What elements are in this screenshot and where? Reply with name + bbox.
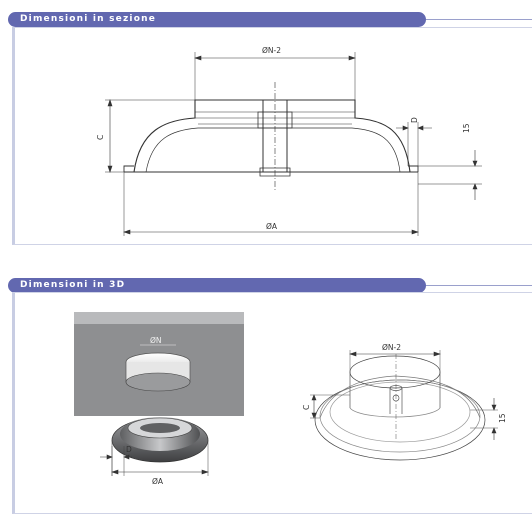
label-3d-lip: D: [126, 445, 132, 454]
header-rule-sezione: [426, 19, 532, 20]
cup-wireframe-dimension-lines: [311, 351, 497, 440]
section-title-sezione: Dimensioni in sezione: [20, 14, 156, 24]
section-drawing: [105, 52, 482, 236]
label-3d-base-width: ØA: [152, 477, 164, 486]
section-title-3d: Dimensioni in 3D: [20, 280, 126, 290]
plate-3d: [74, 312, 244, 416]
label-3d-top-width: ØN-2: [382, 343, 401, 352]
label-hole: ØN: [150, 336, 162, 345]
cup-3d-dimension-lines: [100, 454, 209, 475]
cup-3d: [111, 417, 209, 476]
panel-sezione: [12, 27, 532, 245]
label-top-width: ØN-2: [262, 46, 281, 55]
label-base-width: ØA: [266, 222, 278, 231]
label-height: C: [96, 135, 105, 140]
section-header-3d: Dimensioni in 3D: [8, 278, 426, 293]
section-header-sezione: Dimensioni in sezione: [8, 12, 426, 27]
header-rule-3d: [426, 285, 532, 286]
label-lip-height: 15: [462, 123, 471, 133]
cup-wireframe-3d: [310, 350, 498, 461]
section-dimension-lines: [107, 55, 478, 235]
label-3d-height: C: [302, 405, 311, 410]
label-3d-lip-height: 15: [498, 413, 507, 423]
label-lip: D: [410, 117, 419, 123]
